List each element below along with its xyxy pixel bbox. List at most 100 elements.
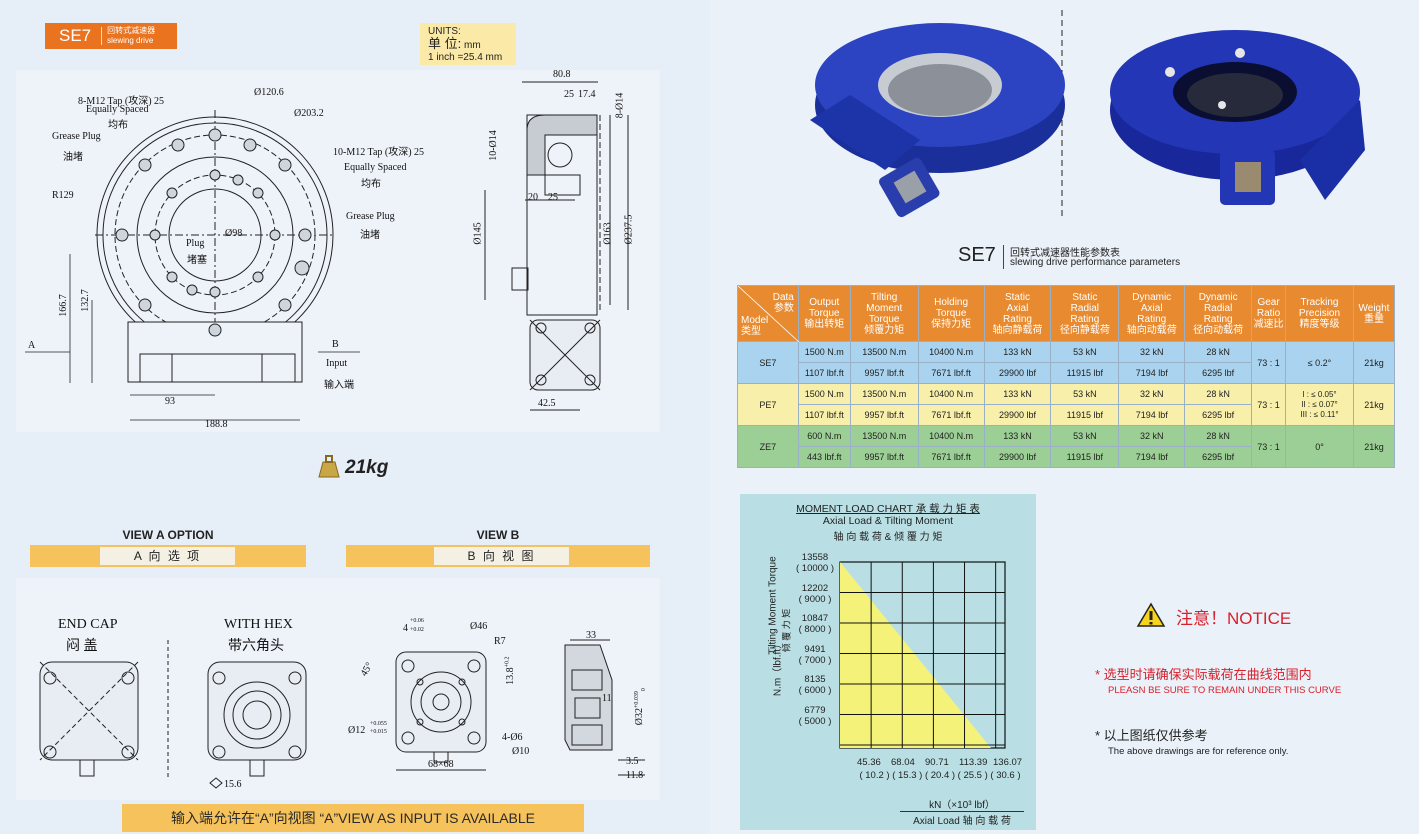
perf-en: slewing drive performance parameters: [1010, 257, 1181, 268]
model-sub-en: slewing drive: [107, 36, 154, 45]
tap8-label: 8-M12 Tap (攻深) 25: [78, 96, 165, 107]
chart-sub-en: Axial Load & Tilting Moment: [822, 515, 954, 527]
model-name: SE7: [45, 27, 103, 45]
input-label: Input: [326, 358, 348, 369]
corner-param: 参数: [773, 303, 794, 314]
row-weight: 21kg: [1352, 383, 1396, 426]
x-tick-label: 113.39: [959, 757, 988, 768]
y-tick-label: 10847( 8000 ): [798, 613, 832, 636]
r129-label: R129: [52, 190, 74, 201]
equally10-cn: 均布: [361, 179, 381, 190]
d46-label: Ø46: [470, 621, 488, 632]
perf-cn: 回转式减速器性能参数表: [1010, 248, 1120, 259]
d120-label: Ø120.6: [254, 87, 284, 98]
moment-chart-plot: [839, 561, 1006, 749]
equally8-cn: 均布: [108, 120, 128, 131]
d32-up: +0.039: [633, 691, 640, 708]
d237-label: Ø237.5: [623, 214, 635, 245]
holes-label: 4-Ø6: [502, 732, 523, 743]
w11-label: 11: [602, 693, 612, 704]
view-b-marker: B: [332, 339, 339, 350]
r7-label: R7: [494, 636, 506, 647]
front-view-drawing: [25, 81, 629, 421]
h13-tol: +0.2: [504, 656, 511, 668]
chart-xticks-sub: ( 10.2 ) ( 15.3 ) ( 20.4 ) ( 25.5 ) ( 30…: [859, 770, 1021, 781]
grease2-label: Grease Plug: [346, 211, 395, 222]
sq-label: 68×68: [428, 759, 454, 770]
chart-sub-cn: 轴 向 载 荷 & 倾 覆 力 矩: [833, 532, 943, 543]
row-weight: 21kg: [1352, 341, 1396, 384]
weight-icon: [318, 455, 340, 478]
units-cn: 单 位:: [428, 36, 462, 51]
row-model: SE7: [737, 341, 799, 384]
row-precision: 0°: [1285, 425, 1354, 468]
d32-label: Ø32+0.0390: [634, 688, 647, 725]
units-conversion: 1 inch =25.4 mm: [428, 52, 503, 63]
view-a-title: VIEW A OPTION: [122, 528, 214, 542]
row-ratio: 73 : 1: [1251, 341, 1287, 384]
end-cap-cn: 闷 盖: [66, 639, 98, 654]
corner-type: 类型: [741, 326, 761, 337]
w25-label: 25: [564, 89, 574, 100]
hex-size-label: 15.6: [224, 779, 242, 790]
chart-title: MOMENT LOAD CHART 承 载 力 矩 表: [796, 503, 980, 515]
x-tick-label: 136.07: [993, 757, 1023, 768]
chart-xlabel-1: kN（×10³ lbf）: [900, 796, 1024, 812]
grease1-label: Grease Plug: [52, 131, 101, 142]
notice-title: 注意！NOTICE: [1176, 609, 1292, 628]
grease1-cn: 油堵: [63, 152, 83, 163]
d10x14-label: 10-Ø14: [487, 130, 499, 161]
input-cn: 输入端: [324, 380, 354, 391]
d163-label: Ø163: [602, 222, 614, 245]
h166-label: 166.7: [57, 294, 69, 317]
d32-dn: 0: [641, 688, 648, 692]
equally10-label: Equally Spaced: [344, 162, 407, 173]
notice-line2-en: The above drawings are for reference onl…: [1108, 746, 1289, 757]
weight-value: 21kg: [345, 457, 389, 478]
h132-label: 132.7: [79, 289, 91, 312]
tol4-label: 4+0.06+0.02: [403, 618, 424, 634]
corner-model: Model: [741, 315, 769, 326]
view-a-bar-label: A 向 选 项: [100, 547, 235, 565]
w25b-label: 25: [548, 192, 558, 203]
d145-label: Ø145: [472, 222, 484, 245]
w188-label: 188.8: [205, 419, 228, 430]
h13-label: 13.8+0.2: [505, 656, 516, 684]
row-precision: I : ≤ 0.05°II : ≤ 0.07°III : ≤ 0.11°: [1285, 383, 1354, 426]
model-sub-cn: 回转式减速器: [107, 26, 156, 35]
d8x14-label: 8-Ø14: [614, 92, 626, 119]
plug-cn: 堵塞: [187, 255, 207, 266]
view-b-title: VIEW B: [476, 528, 520, 542]
chart-xlabel-2: Axial Load 轴 向 载 荷: [913, 816, 1011, 827]
row-ratio: 73 : 1: [1251, 383, 1287, 426]
y-tick-label: 9491( 7000 ): [798, 643, 832, 666]
w11b-label: 11.8: [626, 770, 644, 781]
product-images: [810, 10, 1365, 220]
d203-label: Ø203.2: [294, 108, 324, 119]
y-tick-label: 8135( 6000 ): [798, 674, 832, 697]
y-tick-label: 12202( 9000 ): [798, 582, 832, 605]
row-model: ZE7: [737, 425, 799, 468]
y-tick-label: 6779( 5000 ): [798, 705, 832, 727]
view-b-bar: B 向 视 图: [346, 545, 650, 567]
d10-label: Ø10: [512, 746, 530, 757]
units-unit: mm: [464, 40, 481, 51]
d12-value: Ø12: [348, 725, 366, 736]
y-tick-label: 13558( 10000 ): [795, 552, 835, 574]
notice-line1-cn: * 选型时请确保实际载荷在曲线范围内: [1095, 667, 1312, 682]
w33-label: 33: [586, 630, 596, 641]
